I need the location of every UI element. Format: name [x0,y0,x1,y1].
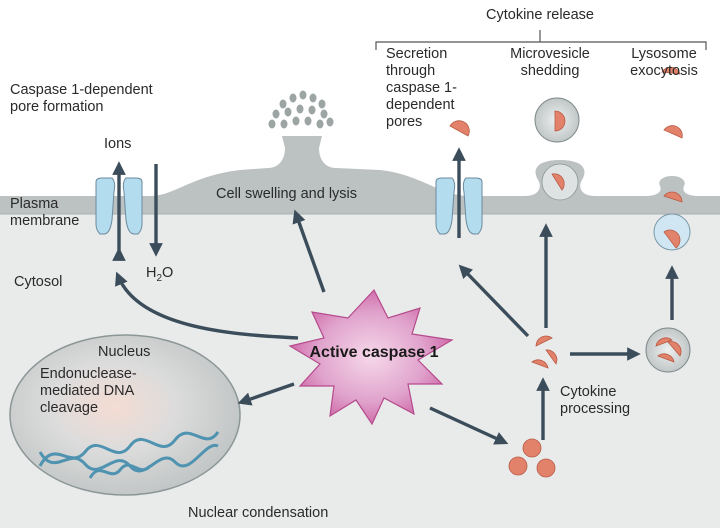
microvesicle-label: Microvesicle shedding [510,46,590,79]
pro-cytokines [508,438,556,478]
dna-cleavage-label: Endonuclease- mediated DNA cleavage [40,366,137,416]
ions-label: Ions [104,136,132,152]
cytokine-release-label: Cytokine release [486,7,594,23]
caspase-arrows [115,209,679,445]
cytokine-processing-label: Cytokine processing [560,384,631,417]
lysosome-label: Lysosome exocytosis [630,46,698,79]
dna-helix [38,431,220,479]
secretion-label: Secretion through caspase 1- dependent p… [386,46,457,130]
pore-formation-label: Caspase 1-dependent pore formation [10,82,153,115]
arrow-to-swelling [292,209,326,293]
nucleus-label: Nucleus [98,344,151,360]
right-pore [435,177,483,235]
nucleus [9,334,241,496]
left-pore [95,177,143,235]
nuclear-condensation-label: Nuclear condensation [188,505,329,521]
water-label: H2O [146,265,174,284]
cytokine-release-bracket [375,30,707,50]
arrow-to-nucleus [237,382,295,406]
cytokine-fragments [449,66,683,369]
arrow-to-procytokines [429,406,509,445]
active-caspase-star [288,288,454,426]
cell-swelling-label: Cell swelling and lysis [216,186,358,202]
arrow-to-secretion [458,264,530,338]
cytosol-label: Cytosol [14,274,63,290]
plasma-membrane-label: Plasma membrane [10,196,80,229]
arrow-to-pore [115,271,299,340]
plasma-membrane [0,136,720,214]
lysis-debris [268,90,334,129]
active-caspase-label: Active caspase 1 [309,344,439,361]
lysosome-vesicle [645,327,691,373]
